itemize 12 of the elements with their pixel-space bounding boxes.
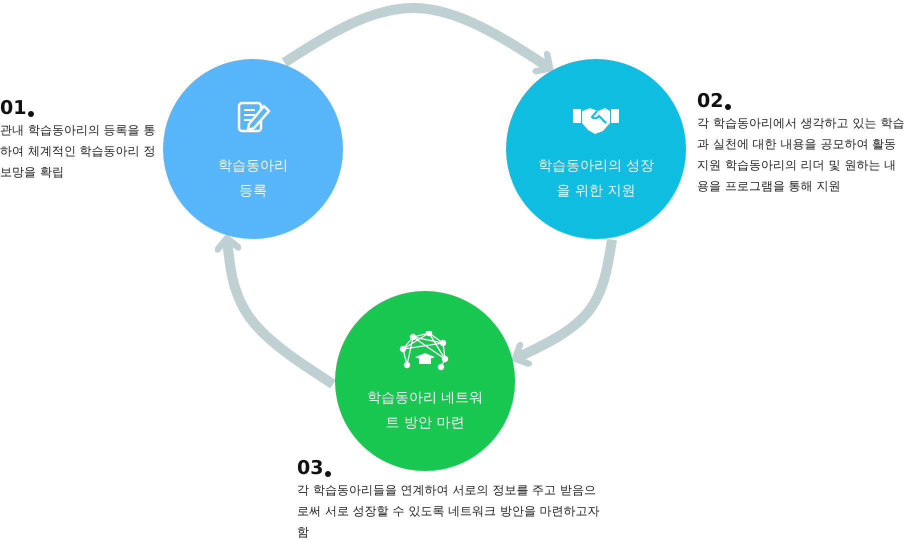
step-description: 관내 학습동아리의 등록을 통하여 체계적인 학습동아리 정보망을 확립 bbox=[0, 122, 156, 181]
step-number: 02 bbox=[697, 90, 724, 112]
step-title: 학습동아리 네트워트 방안 마련 bbox=[366, 389, 484, 433]
cycle-arrow bbox=[214, 234, 336, 388]
step-number: 01 bbox=[0, 97, 26, 119]
step-number: 03 bbox=[297, 457, 324, 479]
step-title: 학습동아리 등록 bbox=[217, 157, 289, 201]
cycle-arrow bbox=[512, 238, 617, 367]
step-description: 각 학습동아리들을 연계하여 서로의 정보를 주고 받음으로써 서로 성장할 수 있도록 네트워크 방안을 마련하고자 함 bbox=[297, 482, 601, 541]
step-title: 학습동아리의 성장을 위한 지원 bbox=[538, 157, 654, 201]
step-description: 각 학습동아리에서 생각하고 있는 학습과 실천에 대한 내용을 공모하여 활동지원 학습동아리의 리더 및 원하는 내용을 프로그램을 통해 지원 bbox=[697, 115, 906, 195]
cycle-arrow bbox=[282, 3, 554, 75]
